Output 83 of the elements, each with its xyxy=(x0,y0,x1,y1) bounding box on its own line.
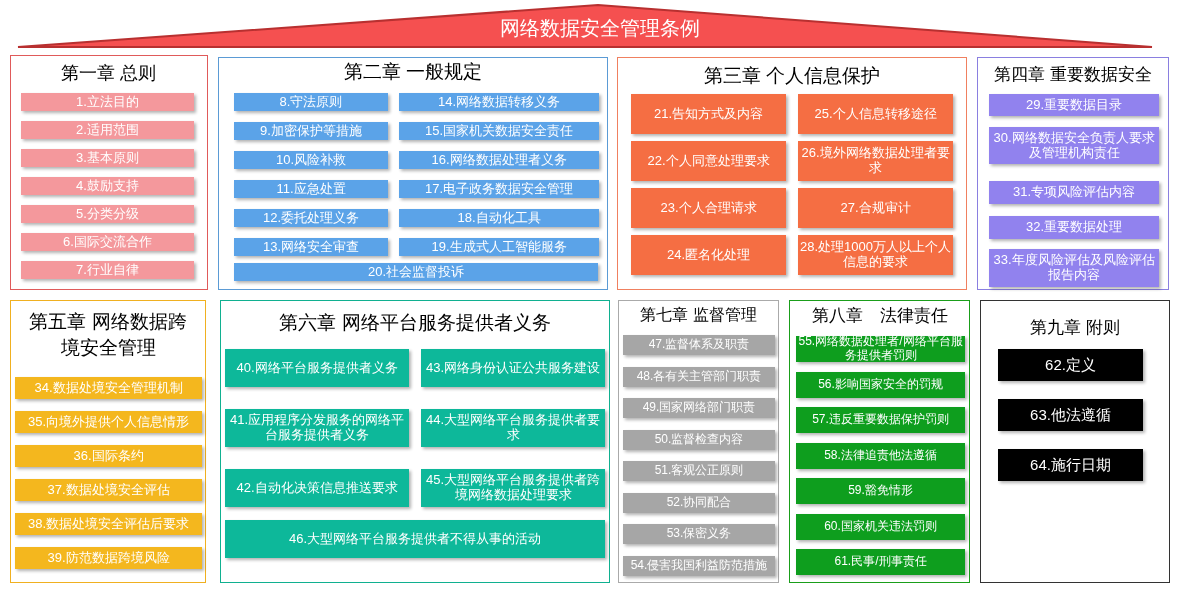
article-box: 31.专项风险评估内容 xyxy=(989,181,1159,204)
article-box: 29.重要数据目录 xyxy=(989,94,1159,116)
article-box: 28.处理1000万人以上个人信息的要求 xyxy=(798,235,953,275)
article-box: 48.各有关主管部门职责 xyxy=(623,366,775,387)
article-box: 24.匿名化处理 xyxy=(631,235,786,275)
article-box: 43.网络身份认证公共服务建设 xyxy=(421,349,605,387)
article-box: 61.民事/刑事责任 xyxy=(796,549,965,575)
article-box: 9.加密保护等措施 xyxy=(234,122,388,140)
article-box: 56.影响国家安全的罚规 xyxy=(796,371,965,398)
chapter-panel xyxy=(980,300,1170,583)
chapter-panel xyxy=(10,55,208,290)
article-box: 25.个人信息转移途径 xyxy=(798,94,953,134)
chapter-heading: 第一章 总则 xyxy=(61,63,157,83)
article-box: 58.法律追责他法遵循 xyxy=(796,442,965,469)
chapter-panel xyxy=(220,300,610,583)
article-box: 57.违反重要数据保护罚则 xyxy=(796,407,965,433)
chapter-heading: 第九章 附则 xyxy=(1030,318,1120,337)
article-box: 7.行业自律 xyxy=(21,261,194,279)
article-box: 47.监督体系及职责 xyxy=(623,335,775,355)
article-box: 63.他法遵循 xyxy=(998,399,1143,431)
article-box: 10.风险补救 xyxy=(234,151,388,169)
chapter-panel xyxy=(977,57,1169,290)
chapter-panel xyxy=(10,300,206,583)
article-box: 44.大型网络平台服务提供者要求 xyxy=(421,409,605,447)
article-box: 18.自动化工具 xyxy=(399,209,599,227)
article-box: 6.国际交流合作 xyxy=(21,233,194,251)
chapter-panel xyxy=(789,300,970,583)
article-box: 37.数据处境安全评估 xyxy=(15,479,202,501)
article-box: 32.重要数据处理 xyxy=(989,216,1159,239)
article-box: 12.委托处理义务 xyxy=(234,209,388,227)
article-box: 52.协同配合 xyxy=(623,492,775,513)
article-box: 38.数据处境安全评估后要求 xyxy=(15,513,202,535)
article-box: 35.向境外提供个人信息情形 xyxy=(15,411,202,433)
chapter-panel xyxy=(617,57,967,290)
article-box: 53.保密义务 xyxy=(623,524,775,544)
title-text: 网络数据安全管理条例 xyxy=(499,16,701,41)
article-box: 20.社会监督投诉 xyxy=(234,263,598,281)
article-box: 3.基本原则 xyxy=(21,149,194,167)
article-box: 13.网络安全审查 xyxy=(234,238,388,256)
article-box: 16.网络数据处理者义务 xyxy=(399,151,599,169)
chapter-heading: 第八章 法律责任 xyxy=(811,306,948,325)
chapter-panel xyxy=(618,300,779,583)
article-box: 15.国家机关数据安全责任 xyxy=(399,122,599,140)
article-box: 22.个人同意处理要求 xyxy=(631,141,786,181)
article-box: 8.守法原则 xyxy=(234,93,388,111)
article-box: 4.鼓励支持 xyxy=(21,177,194,195)
chapter-heading: 第六章 网络平台服务提供者义务 xyxy=(279,312,551,333)
article-box: 34.数据处境安全管理机制 xyxy=(15,377,202,399)
article-box: 19.生成式人工智能服务 xyxy=(399,238,599,256)
chapter-heading: 第二章 一般规定 xyxy=(343,61,483,82)
article-box: 64.施行日期 xyxy=(998,449,1143,481)
article-box: 14.网络数据转移义务 xyxy=(399,93,599,111)
article-box: 54.侵害我国利益防范措施 xyxy=(623,555,775,576)
article-box: 23.个人合理请求 xyxy=(631,188,786,228)
article-box: 46.大型网络平台服务提供者不得从事的活动 xyxy=(225,520,605,558)
article-box: 62.定义 xyxy=(998,349,1143,381)
article-box: 59.豁免情形 xyxy=(796,478,965,504)
chapter-heading: 第三章 个人信息保护 xyxy=(703,65,881,86)
article-box: 41.应用程序分发服务的网络平台服务提供者义务 xyxy=(225,409,409,447)
article-box: 11.应急处置 xyxy=(234,180,388,198)
chapter-panel xyxy=(218,57,608,290)
article-box: 5.分类分级 xyxy=(21,205,194,223)
article-box: 27.合规审计 xyxy=(798,188,953,228)
article-box: 21.告知方式及内容 xyxy=(631,94,786,134)
article-box: 42.自动化决策信息推送要求 xyxy=(225,469,409,507)
article-box: 1.立法目的 xyxy=(21,93,194,111)
article-box: 55.网络数据处理者/网络平台服务提供者罚则 xyxy=(796,336,965,362)
article-box: 50.监督检查内容 xyxy=(623,429,775,450)
article-box: 40.网络平台服务提供者义务 xyxy=(225,349,409,387)
article-box: 17.电子政务数据安全管理 xyxy=(399,180,599,198)
chapter-heading: 第五章 网络数据跨境安全管理 xyxy=(29,311,187,358)
chapter-heading: 第七章 监督管理 xyxy=(640,306,757,323)
article-box: 45.大型网络平台服务提供者跨境网络数据处理要求 xyxy=(421,469,605,507)
article-box: 39.防范数据跨境风险 xyxy=(15,547,202,569)
article-box: 60.国家机关违法罚则 xyxy=(796,513,965,540)
article-box: 36.国际条约 xyxy=(15,445,202,467)
chapter-heading: 第四章 重要数据安全 xyxy=(994,65,1152,84)
article-box: 33.年度风险评估及风险评估报告内容 xyxy=(989,249,1159,287)
article-box: 49.国家网络部门职责 xyxy=(623,398,775,418)
article-box: 26.境外网络数据处理者要求 xyxy=(798,141,953,181)
article-box: 30.网络数据安全负责人要求及管理机构责任 xyxy=(989,127,1159,164)
article-box: 2.适用范围 xyxy=(21,121,194,139)
article-box: 51.客观公正原则 xyxy=(623,461,775,481)
